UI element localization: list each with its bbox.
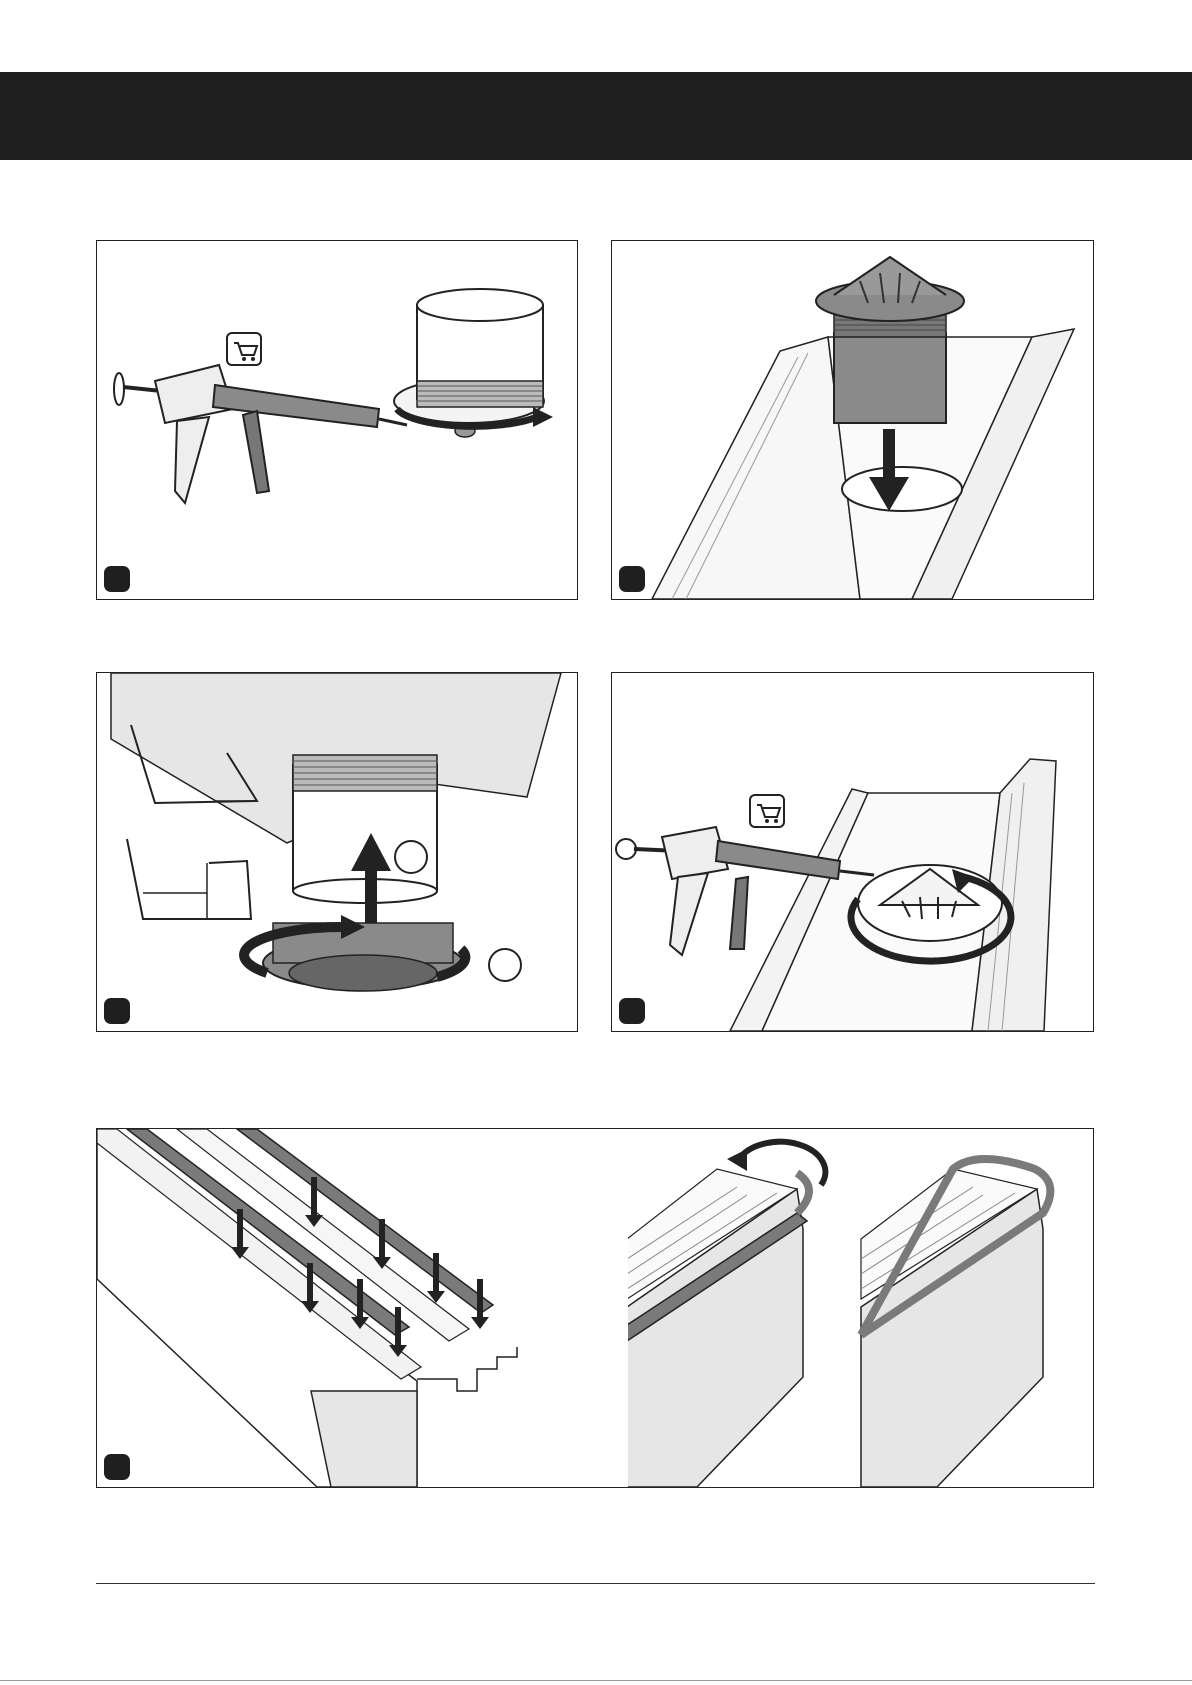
page-bottom-rule <box>0 1680 1192 1681</box>
step-badge <box>104 566 130 592</box>
panel-4 <box>611 672 1094 1032</box>
gutter-icon <box>627 1169 803 1487</box>
panel-2 <box>611 240 1094 600</box>
shopping-cart-icon <box>227 333 261 365</box>
panel-5 <box>96 1128 1094 1488</box>
step-badge <box>619 998 645 1024</box>
drain-outlet-icon <box>858 865 1002 941</box>
drain-outlet-icon <box>394 289 544 437</box>
step-badge <box>619 566 645 592</box>
footer-rule <box>96 1583 1095 1584</box>
drain-outlet-icon <box>816 257 964 423</box>
header-bar <box>0 72 1192 160</box>
panel-1 <box>96 240 578 600</box>
shopping-cart-icon <box>750 795 784 827</box>
panel-3 <box>96 672 578 1032</box>
gutter-icon <box>861 1169 1043 1487</box>
step-badge <box>104 1454 130 1480</box>
step-badge <box>104 998 130 1024</box>
caulking-gun-icon <box>114 365 407 503</box>
